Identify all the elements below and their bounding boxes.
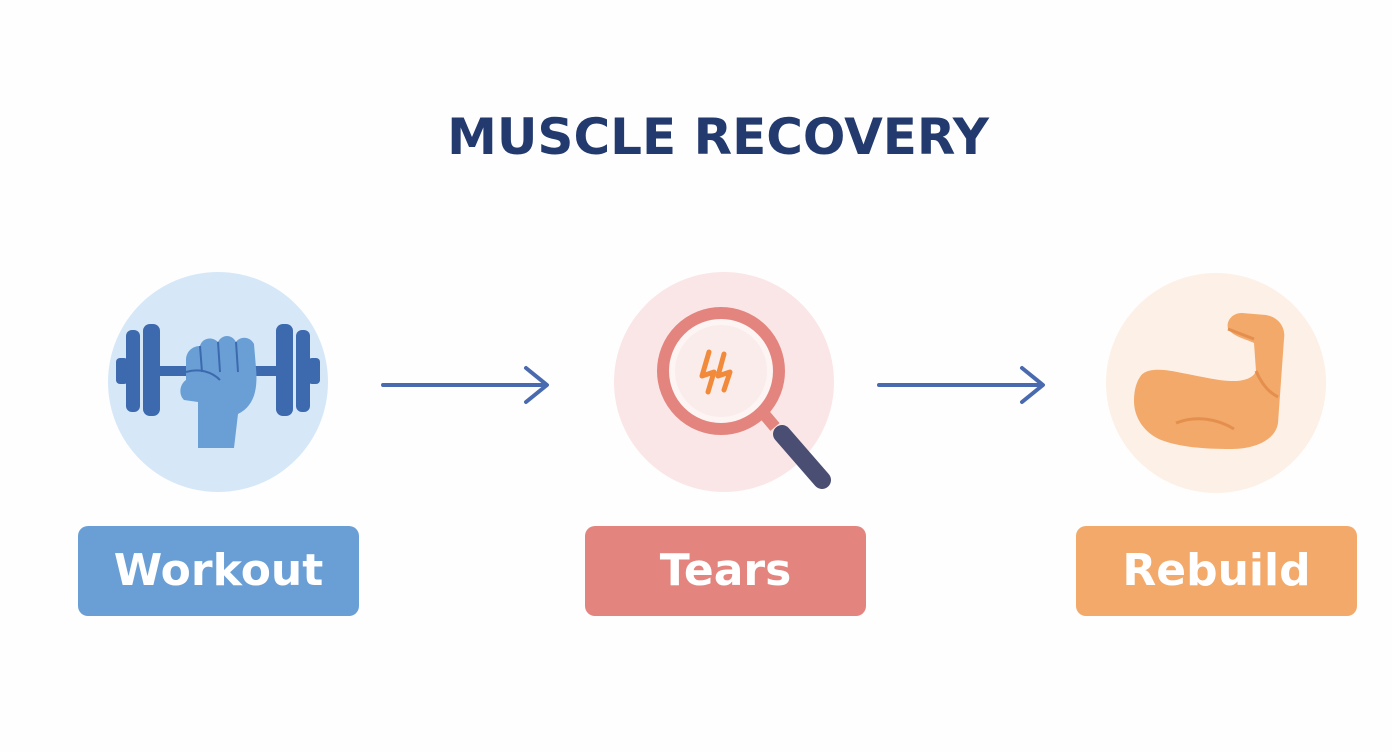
dumbbell-fist-icon	[116, 324, 320, 448]
arrow-right-icon	[381, 366, 549, 404]
magnifier-tear-icon	[657, 307, 831, 489]
diagram-title: MUSCLE RECOVERY	[447, 108, 989, 166]
tears-circle	[614, 272, 834, 492]
rebuild-circle	[1106, 273, 1326, 493]
arrow-right-icon	[877, 366, 1045, 404]
step-label-tears: Tears	[585, 526, 866, 616]
step-label-workout: Workout	[78, 526, 359, 616]
workout-circle	[108, 272, 328, 492]
step-label-rebuild: Rebuild	[1076, 526, 1357, 616]
flexed-bicep-icon	[1134, 313, 1285, 449]
